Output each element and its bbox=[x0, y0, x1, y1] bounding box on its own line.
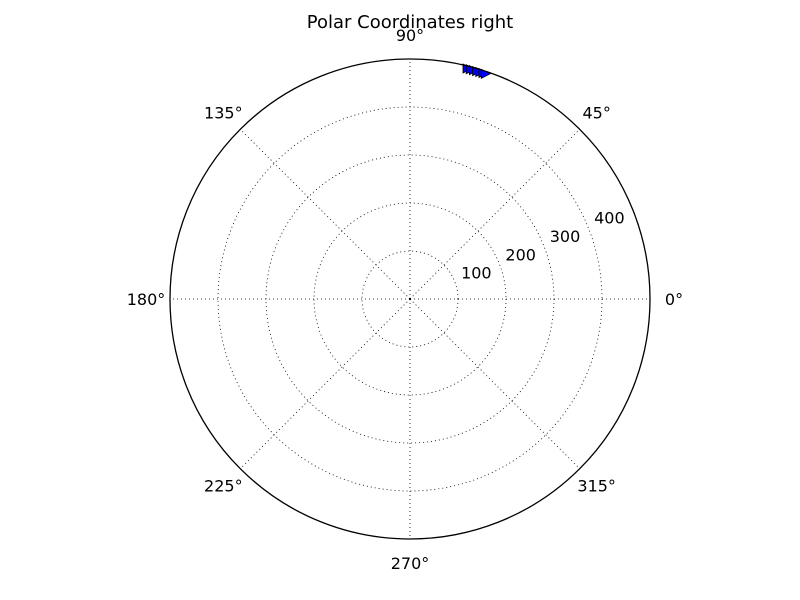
theta-tick-label: 45° bbox=[582, 103, 610, 122]
theta-tick-label: 225° bbox=[204, 477, 243, 496]
polar-frame bbox=[169, 58, 651, 540]
theta-tick-label: 270° bbox=[391, 554, 430, 573]
r-tick-label: 100 bbox=[461, 264, 492, 283]
chart-title: Polar Coordinates right bbox=[307, 12, 513, 33]
center-point bbox=[408, 297, 412, 301]
polar-grid bbox=[170, 59, 650, 539]
r-tick-label: 300 bbox=[550, 227, 581, 246]
theta-tick-label: 0° bbox=[665, 290, 683, 309]
theta-tick-label: 180° bbox=[127, 290, 166, 309]
theta-gridline bbox=[240, 298, 411, 469]
r-tick-label: 200 bbox=[505, 245, 536, 264]
r-tick-label: 400 bbox=[594, 209, 625, 228]
theta-gridline bbox=[409, 298, 580, 469]
theta-tick-label: 135° bbox=[204, 103, 243, 122]
theta-gridline bbox=[409, 129, 580, 300]
theta-tick-label: 90° bbox=[396, 26, 424, 45]
data-points bbox=[462, 63, 492, 79]
theta-gridline bbox=[240, 129, 411, 300]
theta-tick-label: 315° bbox=[577, 477, 616, 496]
tick-labels: 0° 45° 90° 135° 180° 225° 270° 315° 100 200 300 400 bbox=[127, 26, 683, 573]
